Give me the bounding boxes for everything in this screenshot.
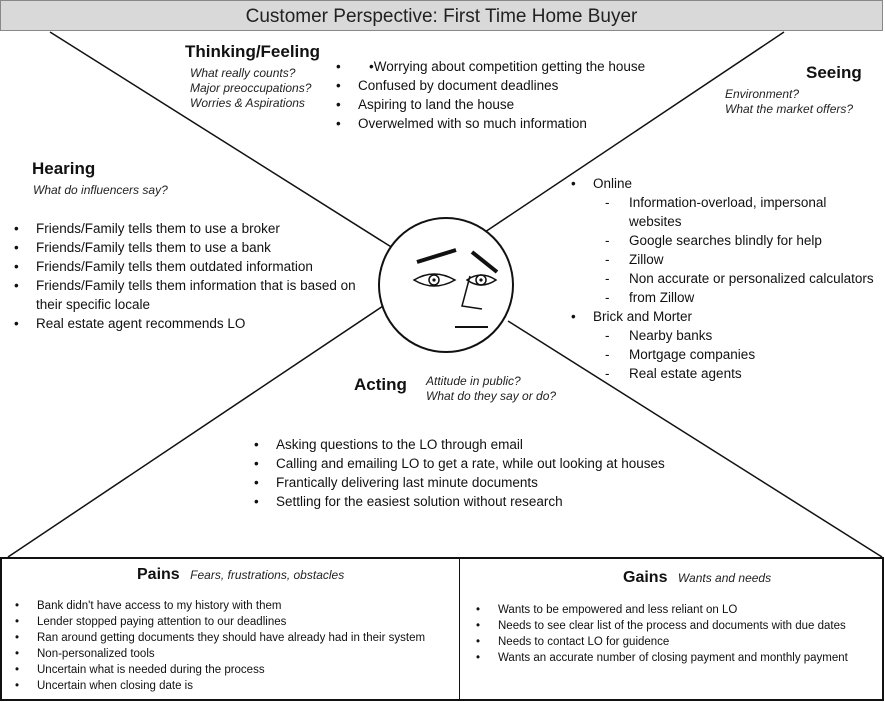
list-item: Frantically delivering last minute docum… [254, 473, 665, 492]
prompt: What the market offers? [725, 102, 854, 116]
pains-gains-box [0, 557, 884, 701]
prompt: Major preoccupations? [190, 81, 312, 95]
list-item: Friends/Family tells them information th… [14, 276, 374, 314]
pains-subtitle: Fears, frustrations, obstacles [190, 568, 345, 582]
hearing-heading: Hearing [32, 159, 96, 178]
list-item: Ran around getting documents they should… [15, 630, 425, 646]
list-item: Information-overload, impersonal website… [605, 193, 844, 231]
list-item: Mortgage companies [605, 345, 885, 364]
list-item: Asking questions to the LO through email [254, 435, 665, 454]
divider-top-right [481, 31, 785, 235]
pains-header: Pains Fears, frustrations, obstacles [137, 566, 344, 584]
divider-bottom-left [7, 305, 384, 558]
pains-heading: Pains [137, 566, 180, 583]
list-item: Bank didn't have access to my history wi… [15, 598, 425, 614]
seeing-heading: Seeing [806, 63, 862, 82]
thinking-list: •Worrying about competition getting the … [336, 57, 645, 133]
divider-top-left [49, 31, 397, 251]
list-item: Real estate agent recommends LO [14, 314, 381, 333]
list-item: from Zillow [605, 288, 885, 307]
thinking-prompts: What really counts? Major preoccupations… [190, 66, 311, 111]
list-item: Zillow [605, 250, 885, 269]
list-item: Google searches blindly for help [605, 231, 885, 250]
list-item: Needs to see clear list of the process a… [476, 618, 848, 634]
list-item: Lender stopped paying attention to our d… [15, 614, 425, 630]
list-item: Wants an accurate number of closing paym… [476, 650, 848, 666]
acting-heading: Acting [354, 375, 407, 394]
list-item: •Worrying about competition getting the … [336, 57, 645, 76]
divider-bottom-right [507, 320, 883, 558]
acting-list: Asking questions to the LO through email… [254, 435, 665, 511]
hearing-prompt: What do influencers say? [33, 183, 168, 197]
gains-list: Wants to be empowered and less reliant o… [476, 602, 848, 666]
list-item: Nearby banks [605, 326, 885, 345]
list-item: Online [571, 174, 885, 193]
list-item: Uncertain what is needed during the proc… [15, 662, 425, 678]
gains-heading: Gains [623, 569, 668, 586]
seeing-prompts: Environment? What the market offers? [725, 87, 853, 117]
list-item: Calling and emailing LO to get a rate, w… [254, 454, 665, 473]
page-title: Customer Perspective: First Time Home Bu… [0, 0, 883, 31]
list-item: Confused by document deadlines [336, 76, 634, 95]
list-item: Uncertain when closing date is [15, 678, 425, 694]
list-item: Needs to contact LO for guidence [476, 634, 848, 650]
list-item: Friends/Family tells them to use a broke… [14, 219, 381, 238]
list-item: Real estate agents [605, 364, 885, 383]
gains-subtitle: Wants and needs [677, 571, 772, 585]
list-item: Settling for the easiest solution withou… [254, 492, 665, 511]
list-item: Aspiring to land the house [336, 95, 634, 114]
prompt: Attitude in public? [426, 374, 521, 388]
prompt: What do they say or do? [426, 389, 557, 403]
gains-header: Gains Wants and needs [623, 569, 771, 587]
list-item: Brick and Morter [571, 307, 885, 326]
box-divider [459, 557, 460, 701]
hearing-list: Friends/Family tells them to use a broke… [14, 219, 381, 333]
prompt: Worries & Aspirations [190, 96, 305, 110]
list-item: Friends/Family tells them outdated infor… [14, 257, 381, 276]
seeing-list: Online Information-overload, impersonal … [571, 174, 885, 383]
list-item: Wants to be empowered and less reliant o… [476, 602, 848, 618]
list-item: Non-personalized tools [15, 646, 425, 662]
list-item: Overwelmed with so much information [336, 114, 634, 133]
list-item: Friends/Family tells them to use a bank [14, 238, 381, 257]
prompt: Environment? [725, 87, 800, 101]
thinking-heading: Thinking/Feeling [185, 42, 321, 61]
pains-list: Bank didn't have access to my history wi… [15, 598, 425, 694]
acting-prompts: Attitude in public? What do they say or … [426, 374, 556, 404]
prompt: What really counts? [190, 66, 296, 80]
list-item: Non accurate or personalized calculators [605, 269, 885, 288]
face-icon [378, 217, 514, 353]
